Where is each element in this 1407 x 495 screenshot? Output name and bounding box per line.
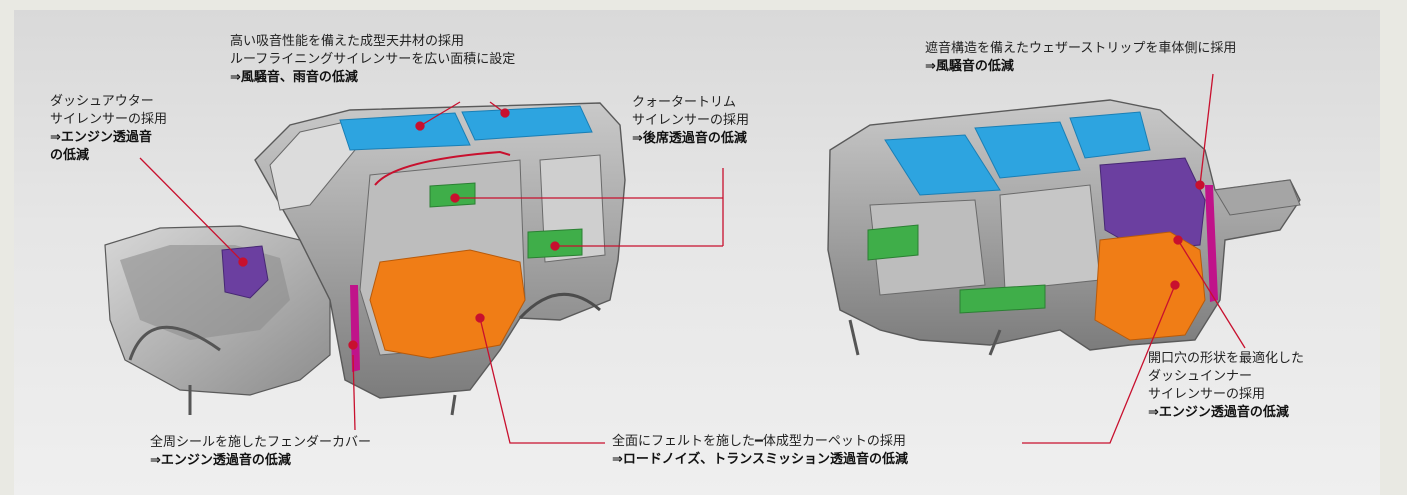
leader-lines [139,73,1246,444]
leader-dot [475,313,485,323]
annotation-weatherstrip-effect: ⇒風騒音の低減 [925,59,1014,74]
leader-dot [450,193,460,203]
annotation-quarter-trim-line2: サイレンサーの採用 [632,113,750,128]
right-vehicle-body [827,99,1301,356]
annotation-fender-effect: ⇒エンジン透過音の低減 [150,453,291,468]
annotation-weatherstrip-line1: 遮音構造を備えたウェザーストリップを車体側に採用 [925,41,1237,56]
leader-dash-outer [139,157,244,263]
annotation-quarter-trim-effect: ⇒後席透過音の低減 [632,131,747,146]
leader-dot [550,241,560,251]
leader-dot [348,340,358,350]
annotation-weatherstrip: 遮音構造を備えたウェザーストリップを車体側に採用 ⇒風騒音の低減 [925,40,1236,76]
leader-fender [352,354,356,431]
annotation-quarter-trim-line1: クォータートリム [632,95,737,110]
annotation-roof-effect: ⇒風騒音、雨音の低減 [230,70,358,85]
leader-carpet-right [1022,284,1176,444]
leader-dot [238,257,248,267]
leader-dot [1173,235,1183,245]
annotation-dash-outer-line1: ダッシュアウター [50,94,154,109]
leader-roof-1 [419,101,461,127]
annotation-fender: 全周シールを施したフェンダーカバー ⇒エンジン透過音の低減 [150,434,371,470]
leader-weatherstrip [1199,73,1214,186]
annotation-roof-line2: ルーフライニングサイレンサーを広い面積に設定 [230,52,516,67]
annotation-dash-inner: 開口穴の形状を最適化した ダッシュインナー サイレンサーの採用 ⇒エンジン透過音… [1148,350,1304,422]
annotation-roof: 高い吸音性能を備えた成型天井材の採用 ルーフライニングサイレンサーを広い面積に設… [230,33,515,87]
annotation-dash-inner-line2: ダッシュインナー [1148,369,1253,384]
leader-dot [1170,280,1180,290]
annotation-dash-inner-effect: ⇒エンジン透過音の低減 [1148,405,1289,420]
annotation-carpet: 全面にフェルトを施した━体成型カーペットの採用 ⇒ロードノイズ、トランスミッショ… [612,433,908,469]
annotation-dash-outer-line2: サイレンサーの採用 [50,112,168,127]
leader-dot [415,121,425,131]
annotation-dash-inner-line1: 開口穴の形状を最適化した [1148,351,1305,366]
leader-carpet-left [479,317,605,444]
leader-dash-inner [1177,239,1246,349]
leader-dot [1195,180,1205,190]
annotation-carpet-effect: ⇒ロードノイズ、トランスミッション透過音の低減 [612,452,908,467]
leader-dot [500,108,510,118]
annotation-dash-outer: ダッシュアウター サイレンサーの採用 ⇒エンジン透過音 の低減 [50,93,167,165]
annotation-dash-outer-effect2: の低減 [50,148,90,163]
annotation-roof-line1: 高い吸音性能を備えた成型天井材の採用 [230,34,465,49]
annotation-carpet-line1: 全面にフェルトを施した━体成型カーペットの採用 [612,434,906,449]
left-vehicle-body [104,102,626,416]
annotation-dash-inner-line3: サイレンサーの採用 [1148,387,1266,402]
annotation-fender-line1: 全周シールを施したフェンダーカバー [150,435,372,450]
annotation-quarter-trim: クォータートリム サイレンサーの採用 ⇒後席透過音の低減 [632,94,749,148]
annotation-dash-outer-effect1: ⇒エンジン透過音 [50,130,152,145]
